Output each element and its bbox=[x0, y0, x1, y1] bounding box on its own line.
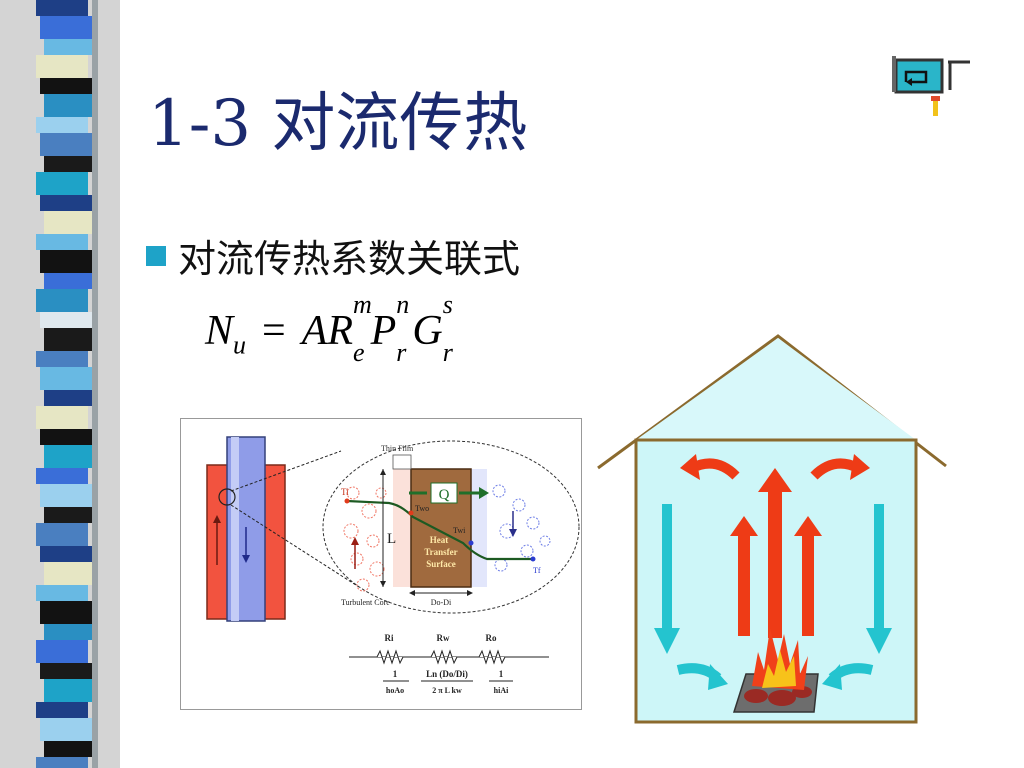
convection-house-illustration bbox=[597, 334, 947, 724]
fraction-1-den: hoAo bbox=[386, 686, 404, 695]
formula-r: R bbox=[327, 308, 354, 354]
formula-g: G bbox=[412, 308, 443, 354]
label-turbulent-core: Turbulent Core bbox=[341, 598, 390, 607]
formula-sup-m: m bbox=[353, 290, 372, 319]
formula-sub-u: u bbox=[233, 330, 247, 360]
formula-equals: = bbox=[262, 308, 286, 354]
label-thin-film: Thin Film bbox=[381, 444, 414, 453]
formula-a: A bbox=[301, 308, 328, 354]
label-heat: Heat bbox=[430, 535, 449, 545]
formula-sup-s: s bbox=[442, 290, 453, 319]
label-ri: Ri bbox=[385, 633, 394, 643]
label-rw: Rw bbox=[437, 633, 450, 643]
label-do-di: Do-Di bbox=[431, 598, 452, 607]
fire-icon bbox=[732, 628, 819, 713]
fraction-3-num: 1 bbox=[499, 669, 504, 679]
formula-sup-n: n bbox=[396, 290, 410, 319]
formula-sub-r1: r bbox=[396, 338, 407, 368]
return-arrow-icon bbox=[892, 56, 970, 116]
label-ti: Ti bbox=[341, 487, 349, 497]
label-two: Two bbox=[415, 504, 429, 513]
temperature-profile bbox=[346, 499, 533, 561]
label-tf: Tf bbox=[533, 566, 541, 575]
fraction-1-num: 1 bbox=[393, 669, 398, 679]
formula-p: P bbox=[370, 308, 397, 354]
label-l: L bbox=[387, 531, 396, 547]
fraction-2-num: Ln (Do/Di) bbox=[426, 669, 468, 679]
label-surface: Surface bbox=[426, 559, 456, 569]
decorative-left-strip bbox=[0, 0, 120, 768]
formula-sub-e: e bbox=[353, 338, 365, 368]
label-twi: Twi bbox=[453, 526, 466, 535]
return-button[interactable] bbox=[890, 54, 974, 122]
square-bullet-icon bbox=[146, 245, 166, 266]
label-ro: Ro bbox=[486, 633, 497, 643]
bullet-item: 对流传热系数关联式 bbox=[146, 228, 520, 283]
slide-title: 1-3 对流传热 bbox=[148, 87, 528, 161]
formula-sub-r2: r bbox=[442, 338, 453, 368]
heat-transfer-diagram: Thin Film Heat Transfer Surface Q Ti Two… bbox=[180, 418, 582, 710]
fraction-3-den: hiAi bbox=[494, 686, 509, 695]
pipe-highlight bbox=[231, 437, 239, 621]
zoom-ellipse bbox=[322, 440, 580, 614]
fraction-2-den: 2 π L kw bbox=[432, 686, 462, 695]
label-q: Q bbox=[439, 487, 450, 503]
formula-n: N bbox=[205, 308, 234, 354]
label-transfer: Transfer bbox=[424, 547, 457, 557]
bullet-text: 对流传热系数关联式 bbox=[178, 237, 521, 281]
